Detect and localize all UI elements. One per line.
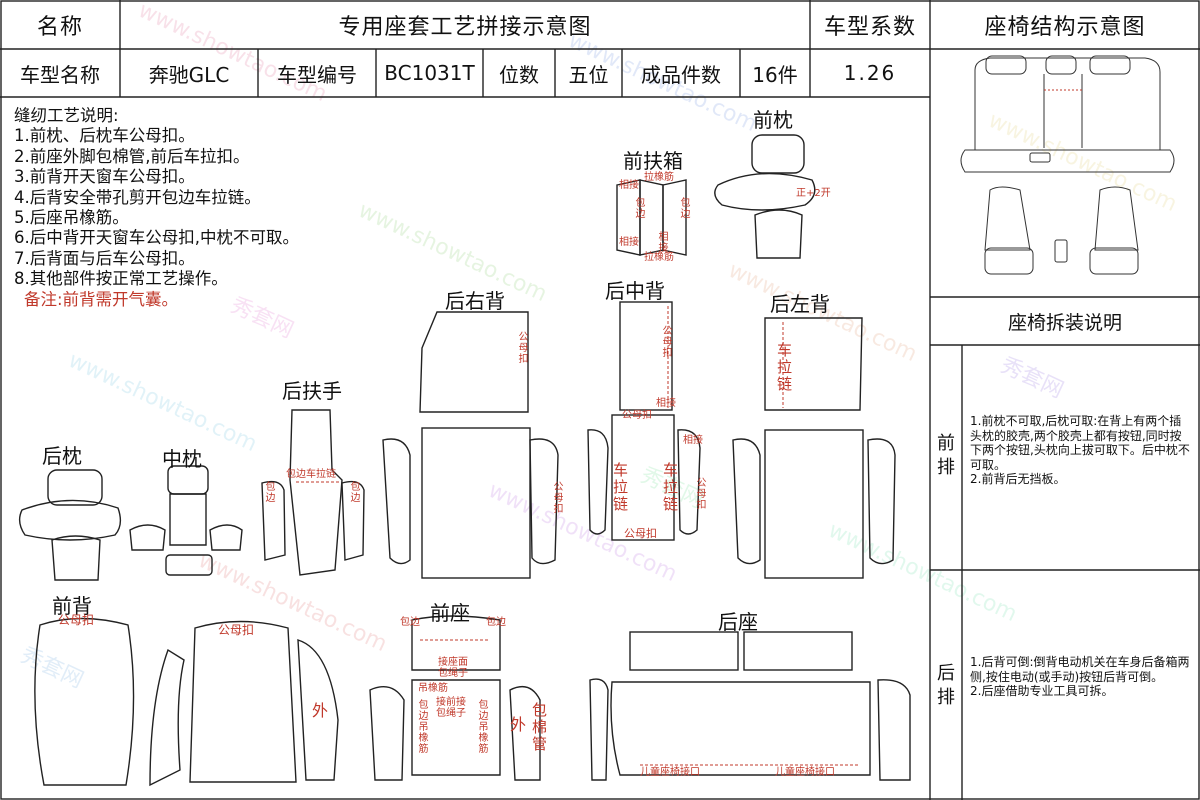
label-bao-mianguan: 包棉管 [531, 701, 547, 753]
name-label: 名称 [36, 14, 83, 40]
label-la-xiangjin: 拉橡筋 [644, 172, 674, 183]
part-title-front-back: 前背 [52, 594, 92, 618]
label-bao-bian: 包边 [680, 198, 691, 220]
label-gongmukou: 公母扣 [624, 527, 657, 540]
label-bao-shengzi: 包绳子 [436, 708, 466, 719]
label-wai: 外 [510, 715, 527, 734]
label-bao-shengzi: 包绳子 [438, 668, 468, 679]
part-title-front-armbox: 前扶箱 [623, 149, 683, 173]
label-la-xiangjin: 拉橡筋 [644, 252, 674, 263]
label-gongmukou: 公母扣 [662, 326, 673, 359]
seats-value: 五位 [568, 62, 609, 87]
label-gongmukou: 公母扣 [218, 623, 255, 637]
part-title-rear-seat: 后座 [718, 610, 758, 634]
label-ertong-jiekou: 儿童座椅接口 [640, 767, 700, 778]
note-item: 5.后座吊橡筋。 [14, 208, 129, 228]
seats-label: 位数 [499, 62, 539, 87]
note-item: 1.前枕、后枕车公母扣。 [14, 126, 195, 146]
coef-label: 车型系数 [823, 14, 916, 40]
coef-value: 1.26 [843, 61, 897, 85]
struct-title: 座椅结构示意图 [984, 14, 1146, 40]
model-name-label: 车型名称 [20, 62, 100, 87]
label-bao-bian: 包边 [486, 617, 506, 628]
part-title-rear-headrest: 后枕 [42, 444, 82, 468]
pieces-value: 16件 [752, 62, 798, 87]
note-item: 8.其他部件按正常工艺操作。 [14, 269, 228, 289]
notes-remark: 备注:前背需开气囊。 [24, 289, 179, 309]
label-diao-xiangjin: 吊橡筋 [418, 683, 448, 694]
label-baobian-diao: 包边吊橡筋 [418, 700, 429, 755]
disassembly-title: 座椅拆装说明 [1007, 311, 1122, 334]
model-name: 奔驰GLC [148, 62, 230, 87]
rear-row-label: 后排 [937, 663, 955, 708]
label-zheng-kai: 正+2开 [796, 188, 831, 199]
label-gongmukou: 公母扣 [696, 478, 707, 511]
label-bao-bian: 包边 [350, 482, 361, 504]
label-baobian-diao: 包边吊橡筋 [478, 700, 489, 755]
part-title-mid-headrest: 中枕 [162, 447, 202, 471]
label-jie-zuomian: 接座面 [438, 657, 468, 668]
pieces-label: 成品件数 [641, 62, 721, 87]
label-xiangjie: 相接 [658, 232, 669, 254]
label-che-lalian: 车拉链 [612, 461, 628, 513]
label-ertong-jiekou: 儿童座椅接口 [775, 767, 835, 778]
label-gongmukou: 公母扣 [622, 410, 652, 421]
label-che-lalian: 车拉链 [776, 341, 792, 393]
notes-title: 缝纫工艺说明: [14, 106, 119, 125]
part-title-rear-left-back: 后左背 [770, 292, 830, 316]
label-xiangjie: 相接 [619, 180, 639, 191]
label-baobian-chelalian: 包边车拉链 [286, 469, 336, 480]
label-che-lalian: 车拉链 [662, 461, 678, 513]
label-gongmukou: 公母扣 [518, 332, 529, 365]
label-gongmukou: 公母扣 [553, 482, 564, 515]
page-title: 专用座套工艺拼接示意图 [338, 14, 592, 40]
label-xiangjie: 相接 [619, 237, 639, 248]
label-wai: 外 [312, 701, 329, 720]
label-xiangjie: 相接 [683, 435, 703, 446]
part-title-front-seat: 前座 [430, 601, 470, 625]
label-gongmukou: 公母扣 [58, 613, 95, 627]
part-title-rear-armrest: 后扶手 [282, 379, 342, 403]
note-item: 2.前座外脚包棉管,前后车拉扣。 [14, 146, 250, 166]
part-title-front-headrest: 前枕 [753, 108, 793, 132]
rear-row-text: 1.后背可倒:倒背电动机关在车身后备箱两侧,按住电动(或手动)按钮后背可倒。 2… [970, 655, 1190, 698]
note-item: 3.前背开天窗车公母扣。 [14, 167, 195, 187]
label-bao-bian: 包边 [635, 198, 646, 220]
sewing-notes: 缝纫工艺说明: 1.前枕、后枕车公母扣。 2.前座外脚包棉管,前后车拉扣。 3.… [14, 106, 299, 310]
note-item: 4.后背安全带孔剪开包边车拉链。 [14, 187, 261, 207]
model-no: BC1031T [384, 61, 475, 85]
front-row-text: 1.前枕不可取,后枕可取:在背上有两个插头枕的胶壳,两个胶壳上都有按钮,同时按下… [970, 414, 1190, 486]
label-bao-bian: 包边 [265, 482, 276, 504]
label-bao-bian: 包边 [400, 617, 420, 628]
part-title-rear-right-back: 后右背 [445, 289, 505, 313]
front-row-label: 前排 [937, 433, 955, 478]
model-no-label: 车型编号 [277, 62, 357, 87]
part-title-rear-mid-back: 后中背 [605, 279, 665, 303]
label-xiangjie: 相接 [656, 398, 676, 409]
label-jie-qianjie: 接前接 [436, 697, 466, 708]
note-item: 6.后中背开天窗车公母扣,中枕不可取。 [14, 228, 299, 248]
note-item: 7.后背面与后车公母扣。 [14, 248, 195, 268]
